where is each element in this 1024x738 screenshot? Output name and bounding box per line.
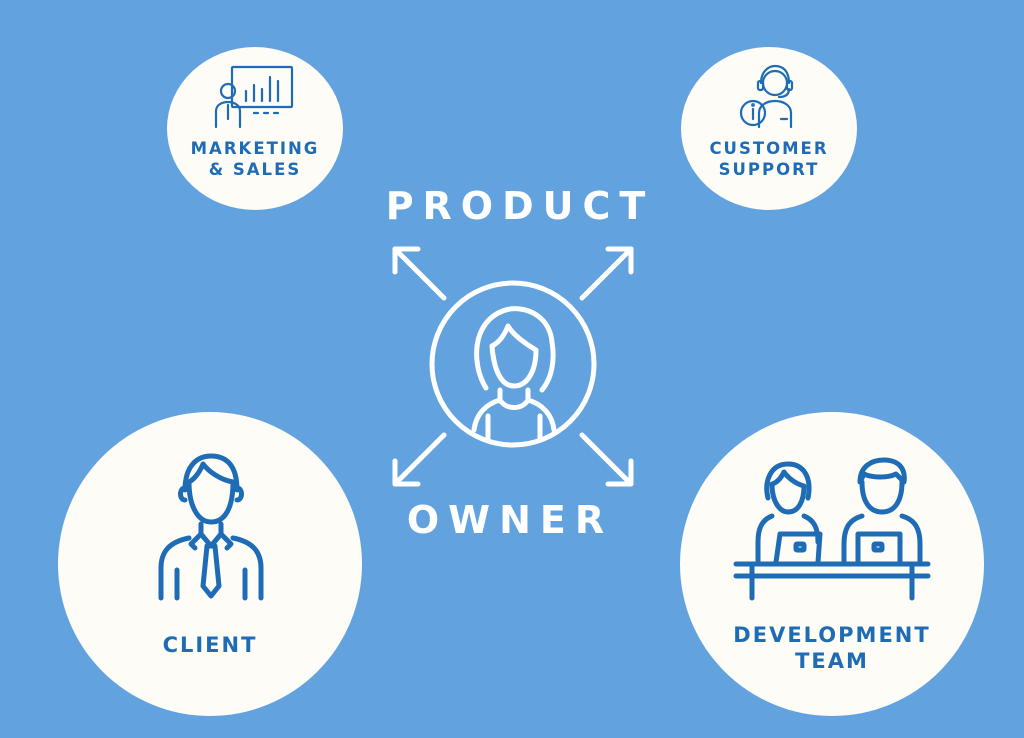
person-avatar-icon bbox=[429, 280, 597, 448]
node-development-team: DEVELOPMENT TEAM bbox=[680, 412, 984, 716]
support-agent-icon bbox=[739, 64, 794, 129]
node-marketing-label: MARKETING & SALES bbox=[167, 139, 343, 180]
arrow-to-client bbox=[392, 432, 447, 487]
node-development-line1: DEVELOPMENT bbox=[733, 623, 931, 647]
arrow-to-development bbox=[579, 432, 634, 487]
arrow-to-support bbox=[579, 246, 634, 301]
node-client-label: CLIENT bbox=[58, 632, 362, 658]
node-support-line1: CUSTOMER bbox=[709, 139, 829, 158]
center-title-top: PRODUCT bbox=[385, 184, 655, 228]
node-marketing-line2: & SALES bbox=[208, 159, 302, 179]
node-marketing-sales: MARKETING & SALES bbox=[167, 47, 343, 210]
presentation-icon bbox=[214, 65, 294, 129]
node-support-line2: SUPPORT bbox=[718, 159, 820, 179]
team-at-desk-icon bbox=[733, 457, 931, 601]
node-client: CLIENT bbox=[58, 412, 362, 716]
center-title-bottom: OWNER bbox=[406, 498, 614, 542]
node-marketing-line1: MARKETING bbox=[190, 139, 320, 158]
businessman-icon bbox=[158, 453, 264, 601]
node-customer-support: CUSTOMER SUPPORT bbox=[681, 47, 857, 210]
node-development-line2: TEAM bbox=[795, 649, 869, 674]
node-client-line1: CLIENT bbox=[162, 633, 258, 657]
arrow-to-marketing bbox=[392, 246, 447, 301]
node-support-label: CUSTOMER SUPPORT bbox=[681, 139, 857, 180]
node-development-label: DEVELOPMENT TEAM bbox=[680, 622, 984, 675]
